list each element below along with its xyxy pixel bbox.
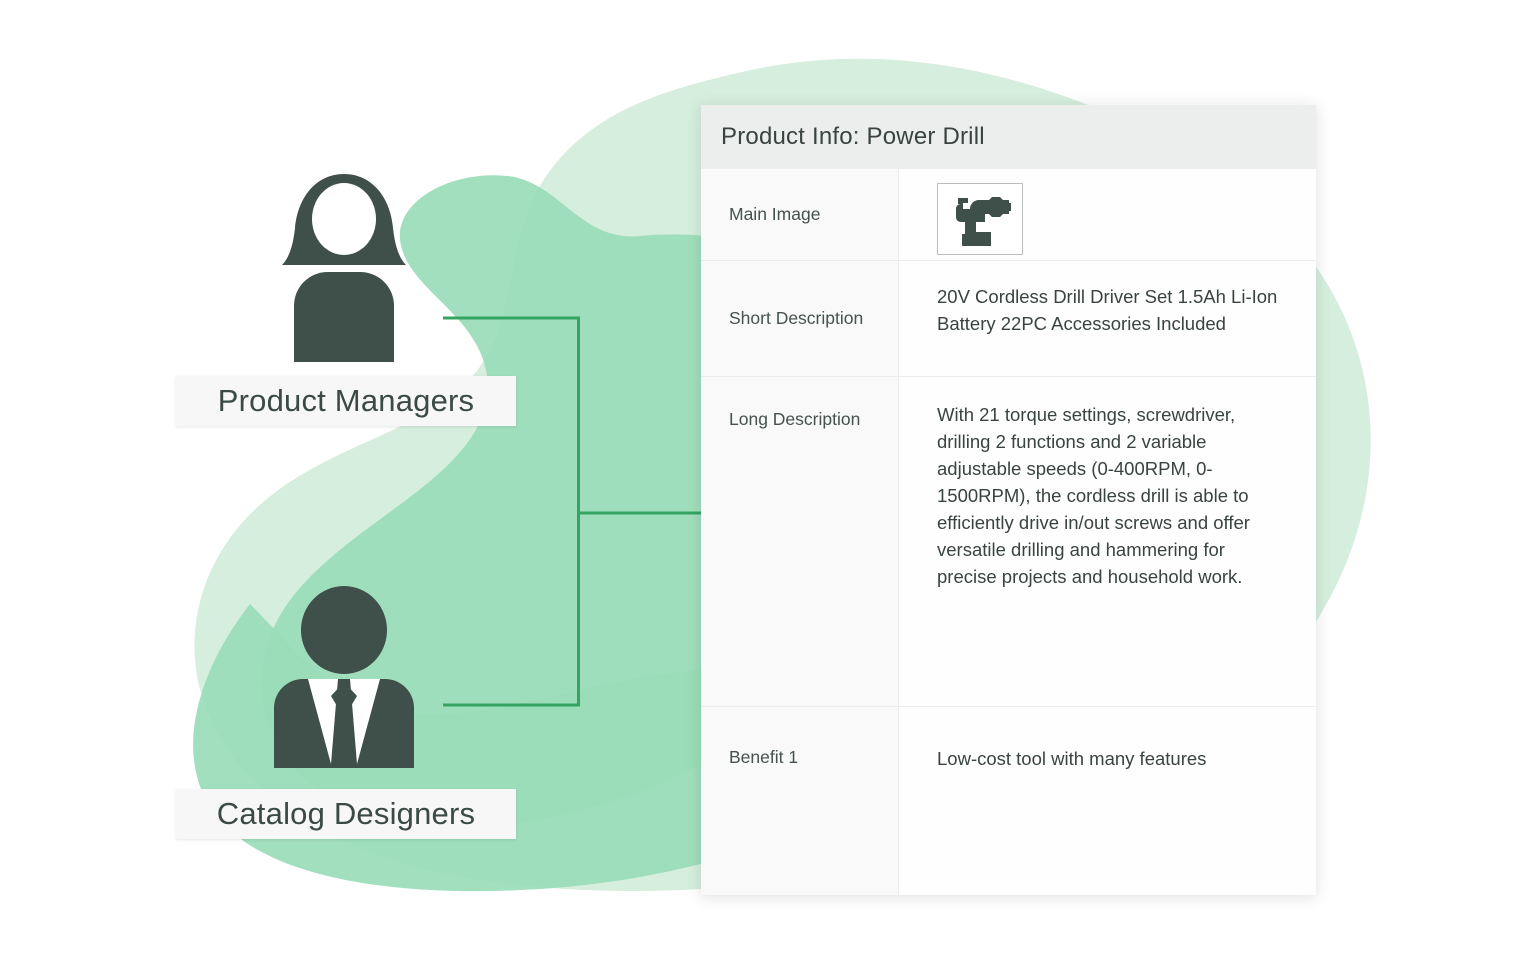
chip-label-catalog-designers: Catalog Designers bbox=[216, 796, 476, 831]
table-row: Main Image bbox=[701, 169, 1316, 261]
row-value-benefit-1: Low-cost tool with many features bbox=[899, 707, 1316, 895]
page-title: Product Info: Power Drill bbox=[721, 123, 985, 150]
businessman-user-icon bbox=[274, 586, 414, 768]
chip-product-managers[interactable]: Product Managers bbox=[176, 376, 516, 426]
row-label-main-image: Main Image bbox=[701, 169, 899, 260]
product-attribute-table: Main Image Short Description 20V Cordles… bbox=[701, 169, 1316, 895]
row-value-long-description: With 21 torque settings, screwdriver, dr… bbox=[899, 377, 1316, 706]
row-label-long-description: Long Description bbox=[701, 377, 899, 706]
product-info-card: Product Info: Power Drill Main Image Sho… bbox=[701, 105, 1316, 895]
row-label-benefit-1: Benefit 1 bbox=[701, 707, 899, 895]
table-row: Long Description With 21 torque settings… bbox=[701, 377, 1316, 707]
female-user-icon bbox=[282, 174, 406, 362]
card-header: Product Info: Power Drill bbox=[701, 105, 1316, 169]
persona-product-managers bbox=[278, 172, 410, 362]
main-image-thumbnail[interactable] bbox=[937, 183, 1023, 255]
table-row: Short Description 20V Cordless Drill Dri… bbox=[701, 261, 1316, 377]
power-drill-icon bbox=[956, 197, 1011, 246]
chip-label-product-managers: Product Managers bbox=[217, 383, 475, 418]
table-row: Benefit 1 Low-cost tool with many featur… bbox=[701, 707, 1316, 895]
row-value-short-description: 20V Cordless Drill Driver Set 1.5Ah Li-I… bbox=[899, 261, 1316, 376]
persona-catalog-designers bbox=[268, 586, 420, 768]
row-label-short-description: Short Description bbox=[701, 261, 899, 376]
row-value-main-image bbox=[899, 169, 1316, 260]
chip-catalog-designers[interactable]: Catalog Designers bbox=[176, 789, 516, 839]
